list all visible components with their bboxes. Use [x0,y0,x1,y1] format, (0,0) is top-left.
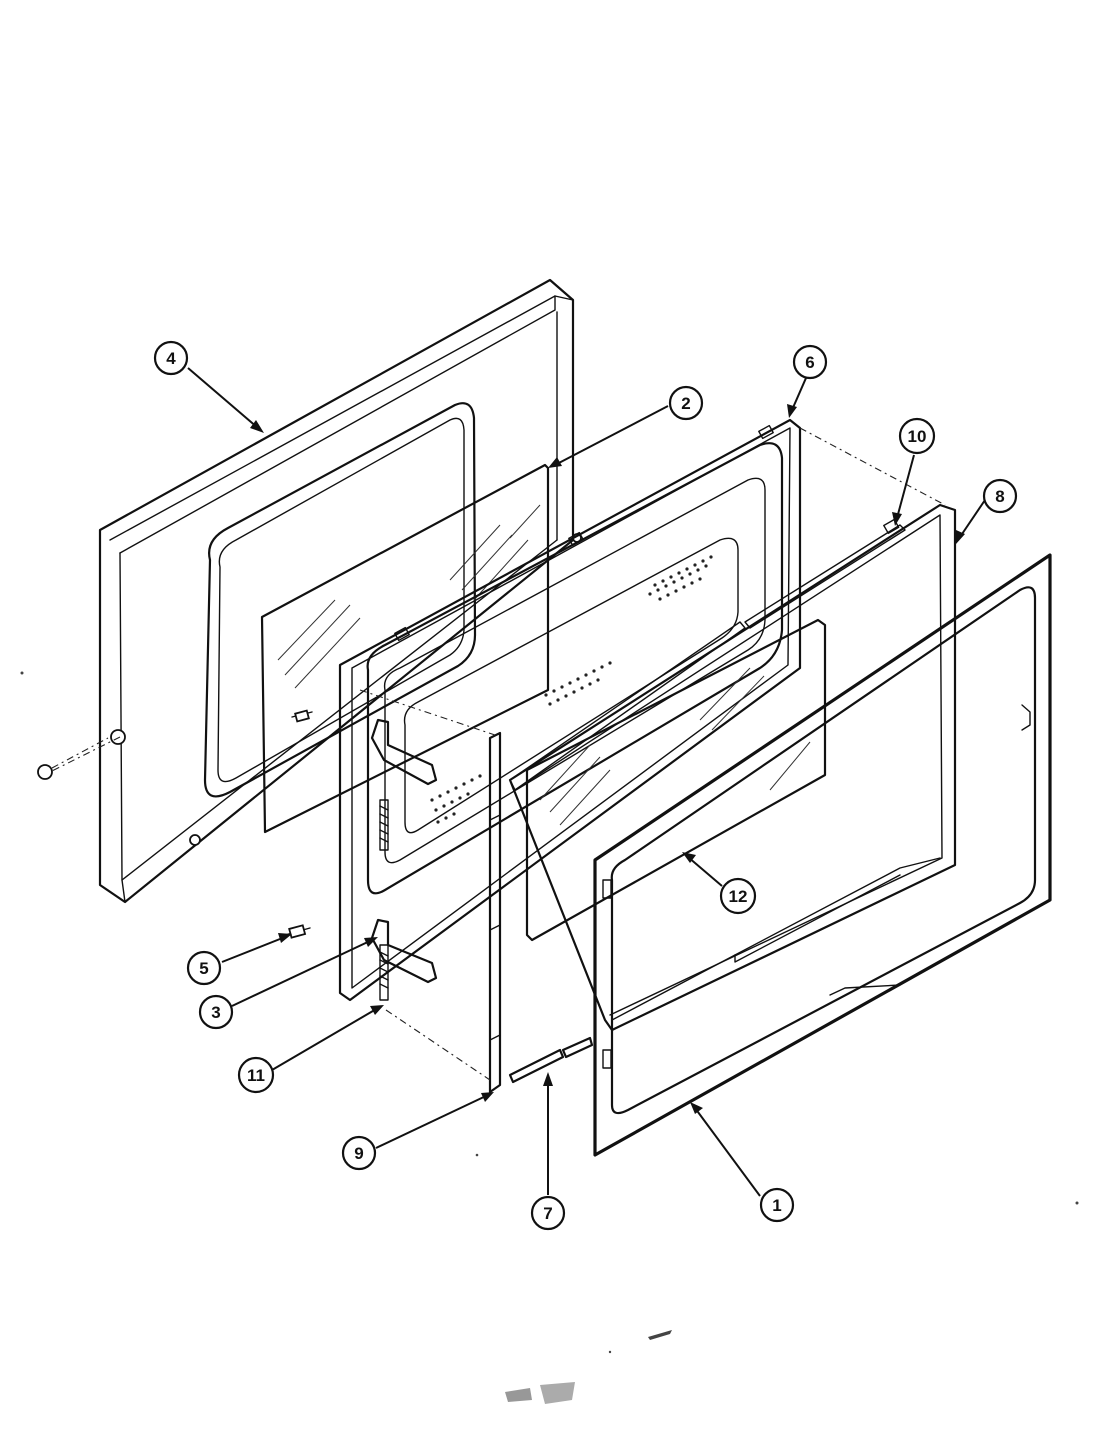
part-8-spacer-frame [508,503,957,1084]
svg-text:10: 10 [908,427,927,446]
vent-perforations [430,555,713,824]
part-11-hinge-springs [379,799,389,1001]
callout-3: 3 [198,994,234,1030]
svg-text:8: 8 [995,487,1004,506]
callout-10: 10 [898,417,936,455]
callout-2: 2 [668,385,704,421]
part-3-door-hinges [370,718,438,984]
callout-8: 8 [982,478,1018,514]
alignment-lines [49,427,946,1081]
svg-text:3: 3 [211,1003,220,1022]
svg-text:4: 4 [166,349,176,368]
svg-text:2: 2 [681,394,690,413]
part-2-inner-glass [260,463,550,834]
callout-6: 6 [792,344,828,380]
screw-icon [37,737,109,780]
part-12-outer-glass [525,618,827,942]
callout-9: 9 [341,1135,377,1171]
callout-11: 11 [237,1056,275,1094]
part-5-screw [284,924,311,939]
mounting-hole-icon [110,729,126,745]
svg-text:1: 1 [772,1196,781,1215]
screw-icon [291,709,313,723]
svg-text:7: 7 [543,1204,552,1223]
callout-12: 12 [719,877,757,915]
svg-text:6: 6 [805,353,814,372]
svg-text:12: 12 [729,887,748,906]
callout-5: 5 [186,950,222,986]
part-9-side-channel [488,731,502,1094]
leader-lines [187,367,986,1197]
callout-7: 7 [530,1195,566,1231]
svg-text:11: 11 [247,1066,265,1085]
scan-artifacts [20,671,1079,1404]
part-6-inner-door-liner [338,418,802,1002]
svg-text:9: 9 [354,1144,363,1163]
svg-text:5: 5 [199,959,208,978]
callout-4: 4 [153,340,189,376]
mounting-hole-icon [189,834,201,846]
callout-1: 1 [759,1187,795,1223]
part-1-outer-door-frame [593,553,1052,1157]
